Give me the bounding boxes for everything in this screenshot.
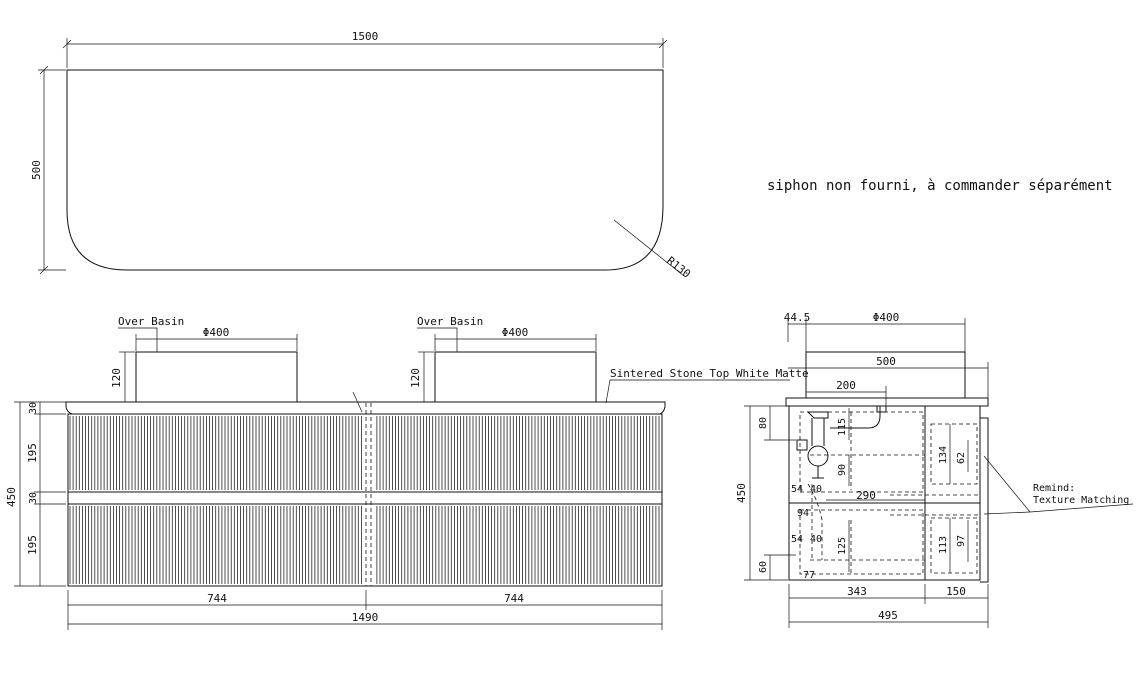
top-depth-dim: 500 xyxy=(30,160,43,180)
side-dim-54-lower: 54 xyxy=(791,534,803,545)
side-siphon-offset: 200 xyxy=(836,379,856,392)
side-dim-77: 77 xyxy=(803,570,815,581)
front-left-width: 744 xyxy=(207,592,227,605)
front-right-width: 744 xyxy=(504,592,524,605)
front-seg-drawer-upper: 195 xyxy=(26,443,39,463)
side-dim-113: 113 xyxy=(938,536,949,554)
side-dim-62: 62 xyxy=(956,452,967,464)
side-dim-90: 90 xyxy=(837,464,848,476)
side-depth-top: 500 xyxy=(876,355,896,368)
front-total-height: 450 xyxy=(5,487,18,507)
left-basin-label: Over Basin xyxy=(118,315,184,328)
side-dim-54-upper: 54 xyxy=(791,484,803,495)
top-width-dim: 1500 xyxy=(352,30,379,43)
fluted-fronts xyxy=(69,416,660,584)
front-countertop xyxy=(65,401,666,415)
right-basin-diameter: Φ400 xyxy=(502,326,529,339)
siphon-note: siphon non fourni, à commander séparémen… xyxy=(767,178,1113,194)
radius-dim: R130 xyxy=(664,254,693,281)
countertop-outline xyxy=(66,69,664,271)
side-dim-40-upper: 40 xyxy=(810,484,822,495)
siphon xyxy=(796,405,887,560)
right-basin-label: Over Basin xyxy=(417,315,483,328)
side-dim-97: 97 xyxy=(956,535,967,547)
front-seg-top: 30 xyxy=(28,402,39,414)
side-basin-diameter: Φ400 xyxy=(873,311,900,324)
front-total-width: 1490 xyxy=(352,611,379,624)
top-material-label: Sintered Stone Top White Matte xyxy=(610,367,809,380)
cabinet-body xyxy=(67,413,663,587)
side-dim-40-lower: 40 xyxy=(810,534,822,545)
front-seg-mid: 30 xyxy=(28,492,39,504)
remind-text: Texture Matching xyxy=(1033,495,1129,506)
side-dim-60: 60 xyxy=(758,561,769,573)
remind-label: Remind: xyxy=(1033,483,1075,494)
side-dim-134: 134 xyxy=(938,446,949,464)
front-seg-drawer-lower: 195 xyxy=(26,535,39,555)
right-basin-height: 120 xyxy=(409,368,422,388)
side-dim-495: 495 xyxy=(878,609,898,622)
side-total-height: 450 xyxy=(735,483,748,503)
left-basin-diameter: Φ400 xyxy=(203,326,230,339)
left-basin xyxy=(135,351,298,403)
side-dim-150: 150 xyxy=(946,585,966,598)
front-view: Over Basin Over Basin Φ400 Φ400 120 120 … xyxy=(5,315,809,630)
side-dim-94: 94 xyxy=(797,508,809,519)
top-view: 1500 500 R130 xyxy=(30,30,693,281)
side-dim-343: 343 xyxy=(847,585,867,598)
left-basin-height: 120 xyxy=(110,368,123,388)
side-offset-dim: 44.5 xyxy=(784,311,811,324)
side-dim-290: 290 xyxy=(856,489,876,502)
side-view: 44.5 Φ400 500 200 xyxy=(735,311,1134,628)
right-basin xyxy=(434,351,597,403)
side-dim-115: 115 xyxy=(837,418,848,436)
side-dim-125: 125 xyxy=(837,537,848,555)
side-dim-80: 80 xyxy=(758,417,769,429)
